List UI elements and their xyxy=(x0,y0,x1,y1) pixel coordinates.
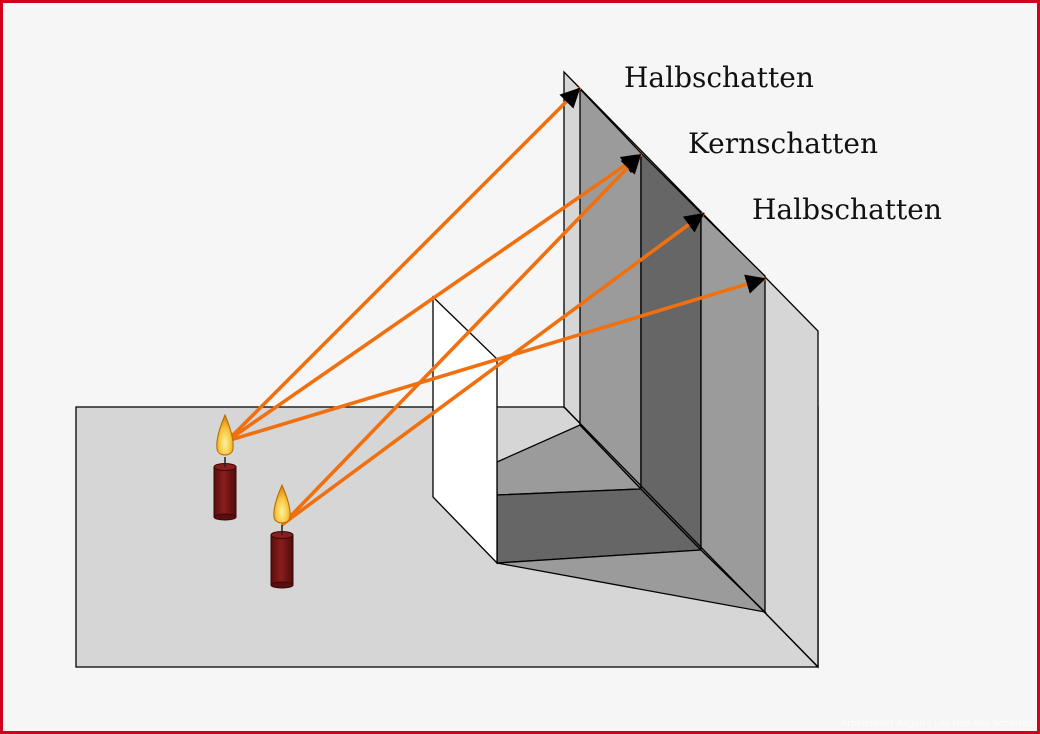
ray-right-candle-bottom xyxy=(281,212,705,526)
corner-line xyxy=(563,406,819,668)
candle-left xyxy=(213,413,237,521)
candle-right-base xyxy=(270,581,294,589)
ray-left-candle-bottom xyxy=(225,274,766,443)
light-rays xyxy=(225,87,766,526)
ray-right-candle-top xyxy=(281,153,642,526)
wall-halbschatten-bottom xyxy=(700,211,766,614)
wall-kernschatten xyxy=(640,151,702,552)
candle-left-base xyxy=(213,513,237,521)
label-halbschatten-bottom: Halbschatten xyxy=(752,193,942,226)
shadow-diagram xyxy=(75,70,819,669)
ray-left-candle-middle xyxy=(225,153,642,443)
candle-right xyxy=(270,483,294,589)
flame-icon xyxy=(216,413,234,456)
ray-left-candle-top xyxy=(225,87,581,443)
watermark: Arbeitsblatt Regen | Lilo Und Anji Schat… xyxy=(841,719,1033,729)
candle-right-body xyxy=(270,534,294,586)
label-halbschatten-top: Halbschatten xyxy=(624,61,814,94)
candle-left-body xyxy=(213,466,237,518)
wall-halbschatten-top xyxy=(579,87,642,491)
label-kernschatten: Kernschatten xyxy=(688,127,879,160)
flame-icon xyxy=(273,483,291,524)
